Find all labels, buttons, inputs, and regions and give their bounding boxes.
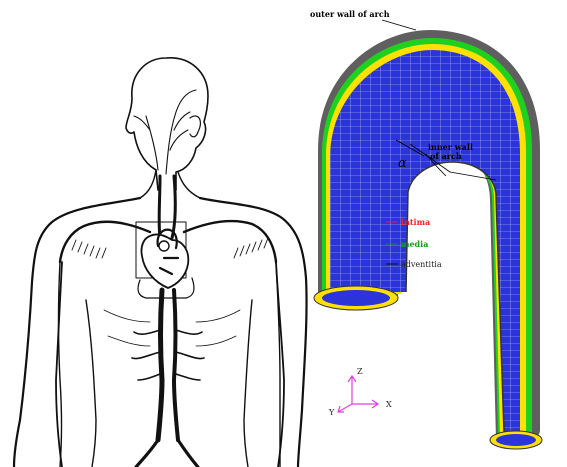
heart [141,234,188,288]
adventitia-label: adventitia [401,260,442,269]
human-circulatory-illustration [14,58,307,467]
abdominal-branches [132,330,204,380]
head-vessels [134,90,196,174]
head-outline [126,58,208,190]
y-axis-arrow [338,404,352,412]
z-axis-arrow [348,376,356,404]
outer-wall-leader [382,20,416,30]
y-axis-label: Y [328,408,335,417]
descending-aorta [158,290,162,440]
inner-wall-label-2: of arch [430,151,462,161]
distal-lumen [496,434,536,446]
iliac-arteries [136,440,198,467]
coordinate-axes [338,376,378,412]
inner-arch-edge [406,162,504,432]
torso-outline-right [200,198,307,467]
alpha-angle-label: α [398,156,407,171]
media-label: media [401,239,428,249]
intima-label: intima [401,217,430,227]
proximal-lumen [322,290,390,306]
vena-cava [174,290,178,440]
waist-outline [86,300,252,467]
x-axis-arrow [352,400,378,408]
z-axis-label: Z [357,367,363,376]
x-axis-label: X [386,400,392,409]
outer-wall-label: outer wall of arch [310,9,390,19]
rib-hints [104,310,240,346]
torso-outline [14,198,140,467]
neck-outline [140,170,200,198]
ear [190,116,200,137]
